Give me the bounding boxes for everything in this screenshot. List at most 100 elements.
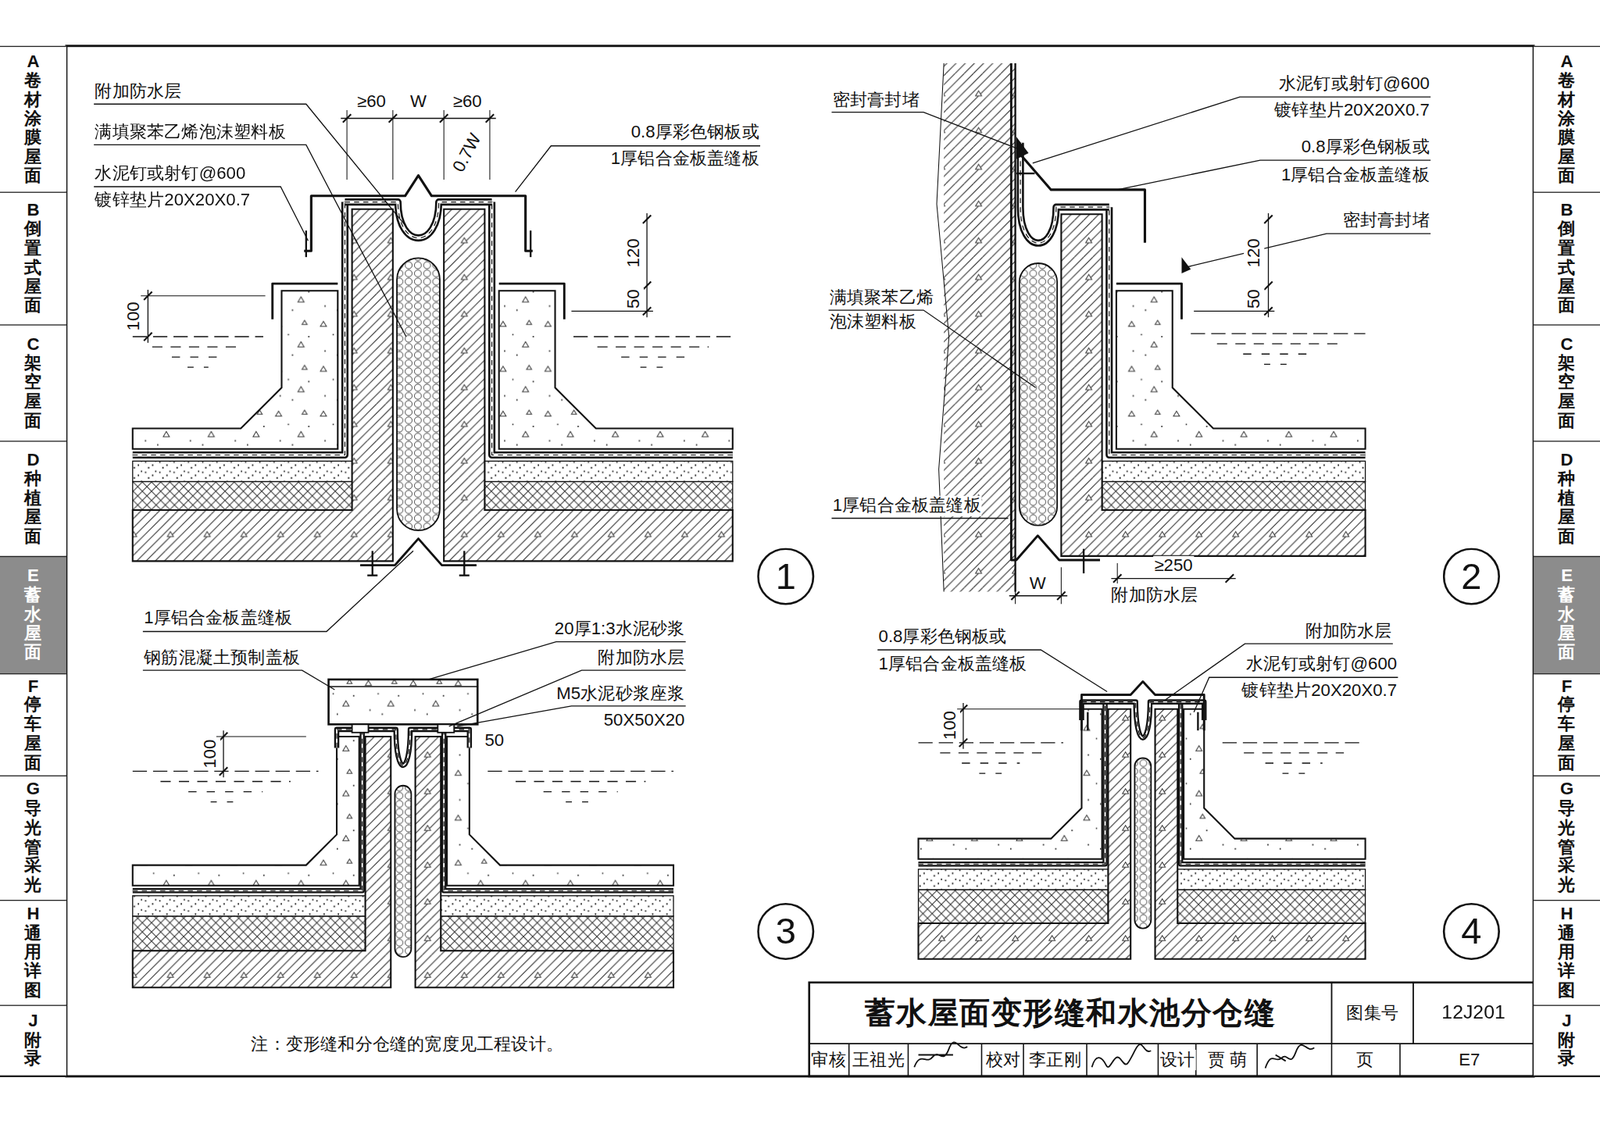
leader-line bbox=[877, 650, 1108, 693]
title-block-cell: 12J201 bbox=[1440, 1002, 1507, 1023]
sealant bbox=[1181, 257, 1191, 274]
leveling-layer bbox=[918, 869, 1109, 890]
annotation-label: 密封膏封堵 bbox=[831, 89, 921, 111]
title-block-cell: 王祖光 bbox=[851, 1050, 906, 1071]
extension-line bbox=[489, 110, 490, 180]
water-surface bbox=[132, 335, 264, 337]
node-sublabel: 通用详图 bbox=[1557, 924, 1575, 1001]
extension-line bbox=[216, 735, 307, 737]
leader-line bbox=[828, 310, 1036, 388]
node-label: G bbox=[1560, 781, 1574, 800]
foam-filler bbox=[396, 257, 440, 531]
waterproof-membrane bbox=[1180, 702, 1365, 865]
leader-line bbox=[1117, 160, 1431, 190]
extension-line bbox=[957, 708, 1082, 710]
dimension-tick bbox=[1264, 281, 1272, 290]
chapter-tab: F停车屋面 bbox=[0, 673, 67, 776]
nail bbox=[1086, 712, 1089, 732]
insulation-layer bbox=[132, 916, 366, 951]
annotation-label: 密封膏封堵 bbox=[1342, 210, 1432, 231]
waterproof-membrane bbox=[492, 202, 733, 456]
cover-plate bbox=[303, 175, 533, 252]
title-block-cell: E7 bbox=[1457, 1050, 1482, 1071]
node-label: 4 bbox=[1460, 913, 1482, 950]
annotation-label: 泡沫塑料板 bbox=[828, 312, 918, 333]
node-label: C bbox=[26, 335, 40, 354]
signature-mark bbox=[914, 1042, 968, 1068]
leader-line bbox=[1193, 677, 1398, 712]
annotation-label: 50 bbox=[483, 730, 505, 751]
annotation-label: 满填聚苯乙烯 bbox=[828, 287, 936, 308]
water-surface bbox=[1264, 364, 1293, 365]
insulation-layer bbox=[132, 481, 353, 511]
dimension-line bbox=[646, 213, 647, 318]
nail bbox=[459, 574, 470, 576]
flashing-cap bbox=[272, 283, 339, 320]
chapter-tab: A卷材涂膜屋面 bbox=[0, 46, 67, 193]
waterproof-membrane bbox=[1180, 702, 1365, 865]
detail-number: 1 bbox=[757, 547, 815, 605]
water-surface bbox=[1190, 332, 1365, 334]
water-surface bbox=[918, 742, 1064, 743]
water-surface bbox=[939, 752, 1042, 754]
waterproof-membrane bbox=[443, 729, 674, 891]
title-block-rule bbox=[1331, 1043, 1333, 1077]
waterproof-membrane bbox=[336, 729, 470, 766]
node-label: 2 bbox=[1460, 557, 1482, 595]
waterproof-membrane bbox=[344, 202, 492, 239]
insulation-layer bbox=[918, 889, 1109, 924]
node-sublabel: 通用详图 bbox=[24, 924, 42, 1001]
waterproof-membrane bbox=[344, 202, 492, 239]
waterproof-membrane bbox=[1109, 207, 1366, 455]
sheet-frame bbox=[0, 46, 1600, 1077]
mortar-pad bbox=[352, 724, 369, 733]
waterproof-membrane bbox=[132, 202, 346, 456]
waterproof-membrane bbox=[492, 202, 733, 456]
leader-line bbox=[93, 186, 308, 241]
leader-line bbox=[831, 517, 1008, 519]
annotation-label: 镀锌垫片20X20X0.7 bbox=[93, 189, 251, 211]
water-surface bbox=[160, 781, 290, 783]
title-block-rule bbox=[1399, 1043, 1401, 1077]
node-label: D bbox=[26, 451, 40, 471]
node-sublabel: 蓄水屋面 bbox=[1557, 586, 1575, 664]
node-label: C bbox=[1560, 335, 1574, 354]
annotation-label: 1厚铝合金板盖缝板 bbox=[877, 653, 1029, 675]
pool-wall bbox=[1183, 709, 1365, 860]
water-surface bbox=[487, 771, 674, 772]
water-surface bbox=[1217, 343, 1340, 345]
node-label: F bbox=[1561, 677, 1573, 697]
node-label: G bbox=[26, 781, 40, 800]
pool-wall bbox=[446, 736, 674, 886]
node-sublabel: 架空屋面 bbox=[1557, 354, 1575, 432]
annotation-label: 20厚1:3水泥砂浆 bbox=[553, 619, 686, 640]
nail bbox=[1082, 549, 1085, 574]
water-surface bbox=[210, 801, 241, 803]
water-surface bbox=[1222, 742, 1366, 743]
water-surface bbox=[565, 801, 596, 803]
title-block-cell: 图集号 bbox=[1345, 1003, 1400, 1024]
chapter-tab: J附录 bbox=[0, 1005, 67, 1077]
detail-number: 2 bbox=[1442, 547, 1500, 605]
annotation-label: 水泥钉或射钉@600 bbox=[1245, 653, 1398, 675]
annotation-label: 0.8厚彩色钢板或 bbox=[1300, 136, 1431, 158]
title-block-rule bbox=[1022, 1043, 1025, 1077]
chapter-tab: G导光管采光 bbox=[1533, 775, 1600, 900]
node-label: B bbox=[26, 201, 40, 221]
title-block-rule bbox=[1331, 982, 1333, 1044]
title-block-cell: 校对 bbox=[984, 1050, 1022, 1071]
annotation-label: 镀锌垫片20X20X0.7 bbox=[1273, 100, 1431, 121]
insulation-layer bbox=[440, 916, 674, 951]
extension-line bbox=[392, 110, 393, 180]
node-sublabel: 停车屋面 bbox=[24, 696, 42, 773]
title-block-cell: 审核 bbox=[810, 1050, 847, 1071]
node-label: J bbox=[1561, 1012, 1572, 1032]
dimension-line bbox=[1009, 595, 1068, 597]
waterproof-membrane bbox=[918, 702, 1106, 865]
structural-slab bbox=[443, 209, 733, 562]
pool-wall bbox=[1116, 290, 1366, 449]
sheet-border bbox=[66, 46, 1534, 1077]
joint-detail bbox=[132, 679, 674, 988]
annotation-label: ≥60 bbox=[451, 92, 483, 113]
leader-line bbox=[831, 112, 1018, 150]
